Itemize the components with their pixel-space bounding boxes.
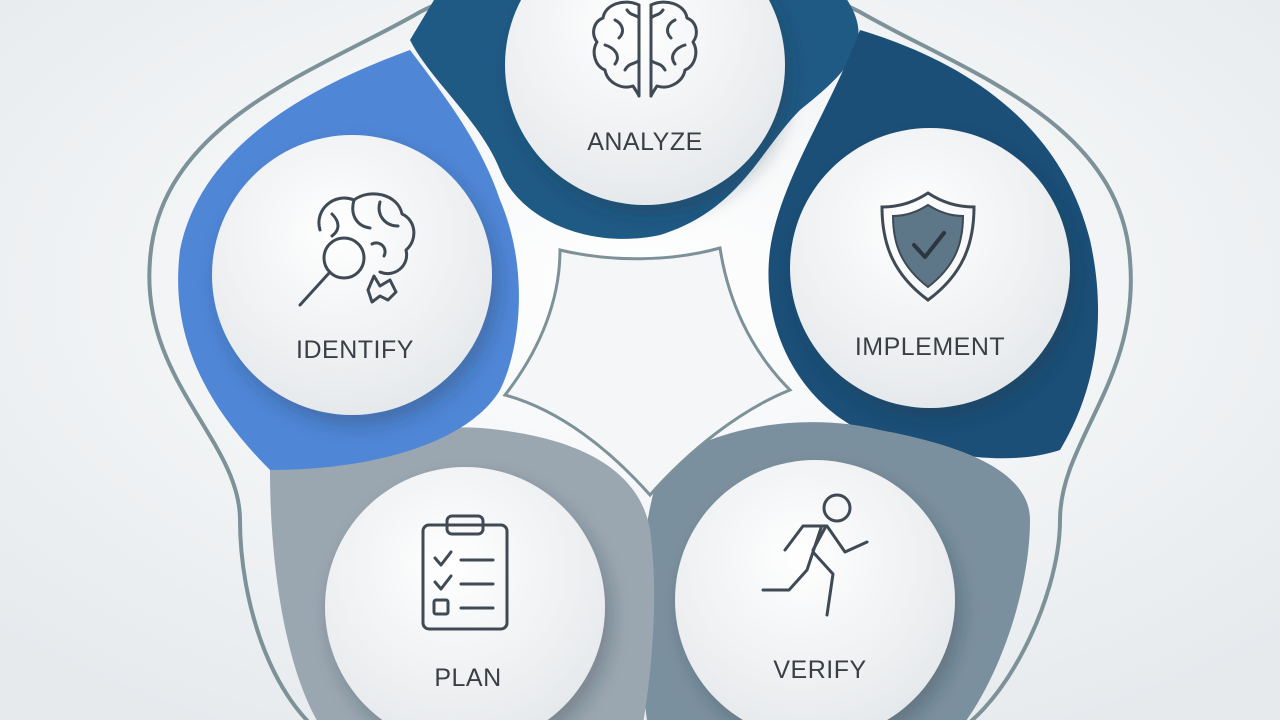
- center-star: [502, 246, 793, 498]
- step-label-implement: IMPLEMENT: [855, 333, 1005, 361]
- brain-icon: [592, 0, 698, 98]
- step-plan: [325, 467, 605, 720]
- step-analyze: [505, 0, 785, 205]
- step-label-verify: VERIFY: [773, 656, 866, 684]
- brain-search-icon: [298, 192, 416, 307]
- shield-check-icon: [880, 191, 976, 302]
- step-label-identify: IDENTIFY: [296, 336, 414, 364]
- step-label-plan: PLAN: [434, 664, 501, 692]
- outer-outline: [147, 0, 1133, 720]
- step-label-analyze: ANALYZE: [587, 128, 703, 156]
- running-person-icon: [761, 493, 869, 617]
- checklist-icon: [421, 514, 509, 631]
- step-verify: [675, 460, 955, 720]
